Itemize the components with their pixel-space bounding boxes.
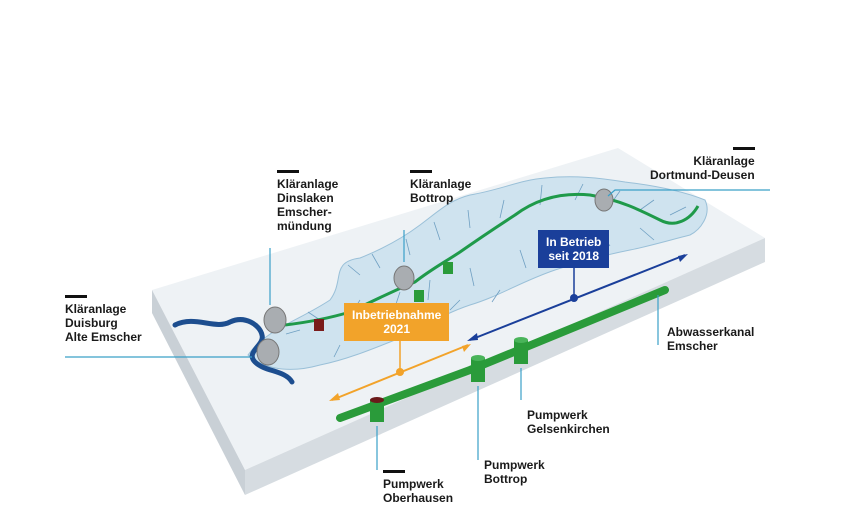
label-pumpwerk-bottrop: Pumpwerk Bottrop <box>484 458 545 486</box>
river-station-2 <box>414 290 424 302</box>
plant-bottrop <box>393 265 415 291</box>
river-station-1 <box>443 262 453 274</box>
label-duisburg: Kläranlage Duisburg Alte Emscher <box>65 295 142 344</box>
pump-gelsenkirchen <box>514 337 528 364</box>
label-pumpwerk-gelsenkirchen: Pumpwerk Gelsenkirchen <box>527 408 610 436</box>
label-dinslaken: Kläranlage Dinslaken Emscher- mündung <box>277 170 338 233</box>
badge-inbetriebnahme: Inbetriebnahme 2021 <box>344 303 450 341</box>
plant-dortmund <box>594 188 614 212</box>
label-pumpwerk-oberhausen: Pumpwerk Oberhausen <box>383 470 453 505</box>
pump-bottrop <box>471 355 485 382</box>
callout-lines <box>65 189 770 470</box>
in-betrieb-arrowhead-right <box>678 254 688 262</box>
plant-duisburg <box>256 338 280 366</box>
pump-oberhausen <box>370 397 384 422</box>
plant-dinslaken <box>263 306 287 334</box>
label-canal: Abwasserkanal Emscher <box>667 325 755 353</box>
platform-front <box>152 290 245 495</box>
river-station-3 <box>314 319 324 331</box>
inbetriebnahme-arrowhead-left <box>329 393 340 401</box>
in-betrieb-arrowhead-left <box>467 333 478 341</box>
label-bottrop-plant: Kläranlage Bottrop <box>410 170 471 205</box>
badge-in-betrieb: In Betrieb seit 2018 <box>538 230 610 268</box>
inbetriebnahme-arrowhead-right <box>462 344 471 352</box>
label-dortmund: Kläranlage Dortmund-Deusen <box>650 147 755 182</box>
rhine-river <box>172 317 295 385</box>
